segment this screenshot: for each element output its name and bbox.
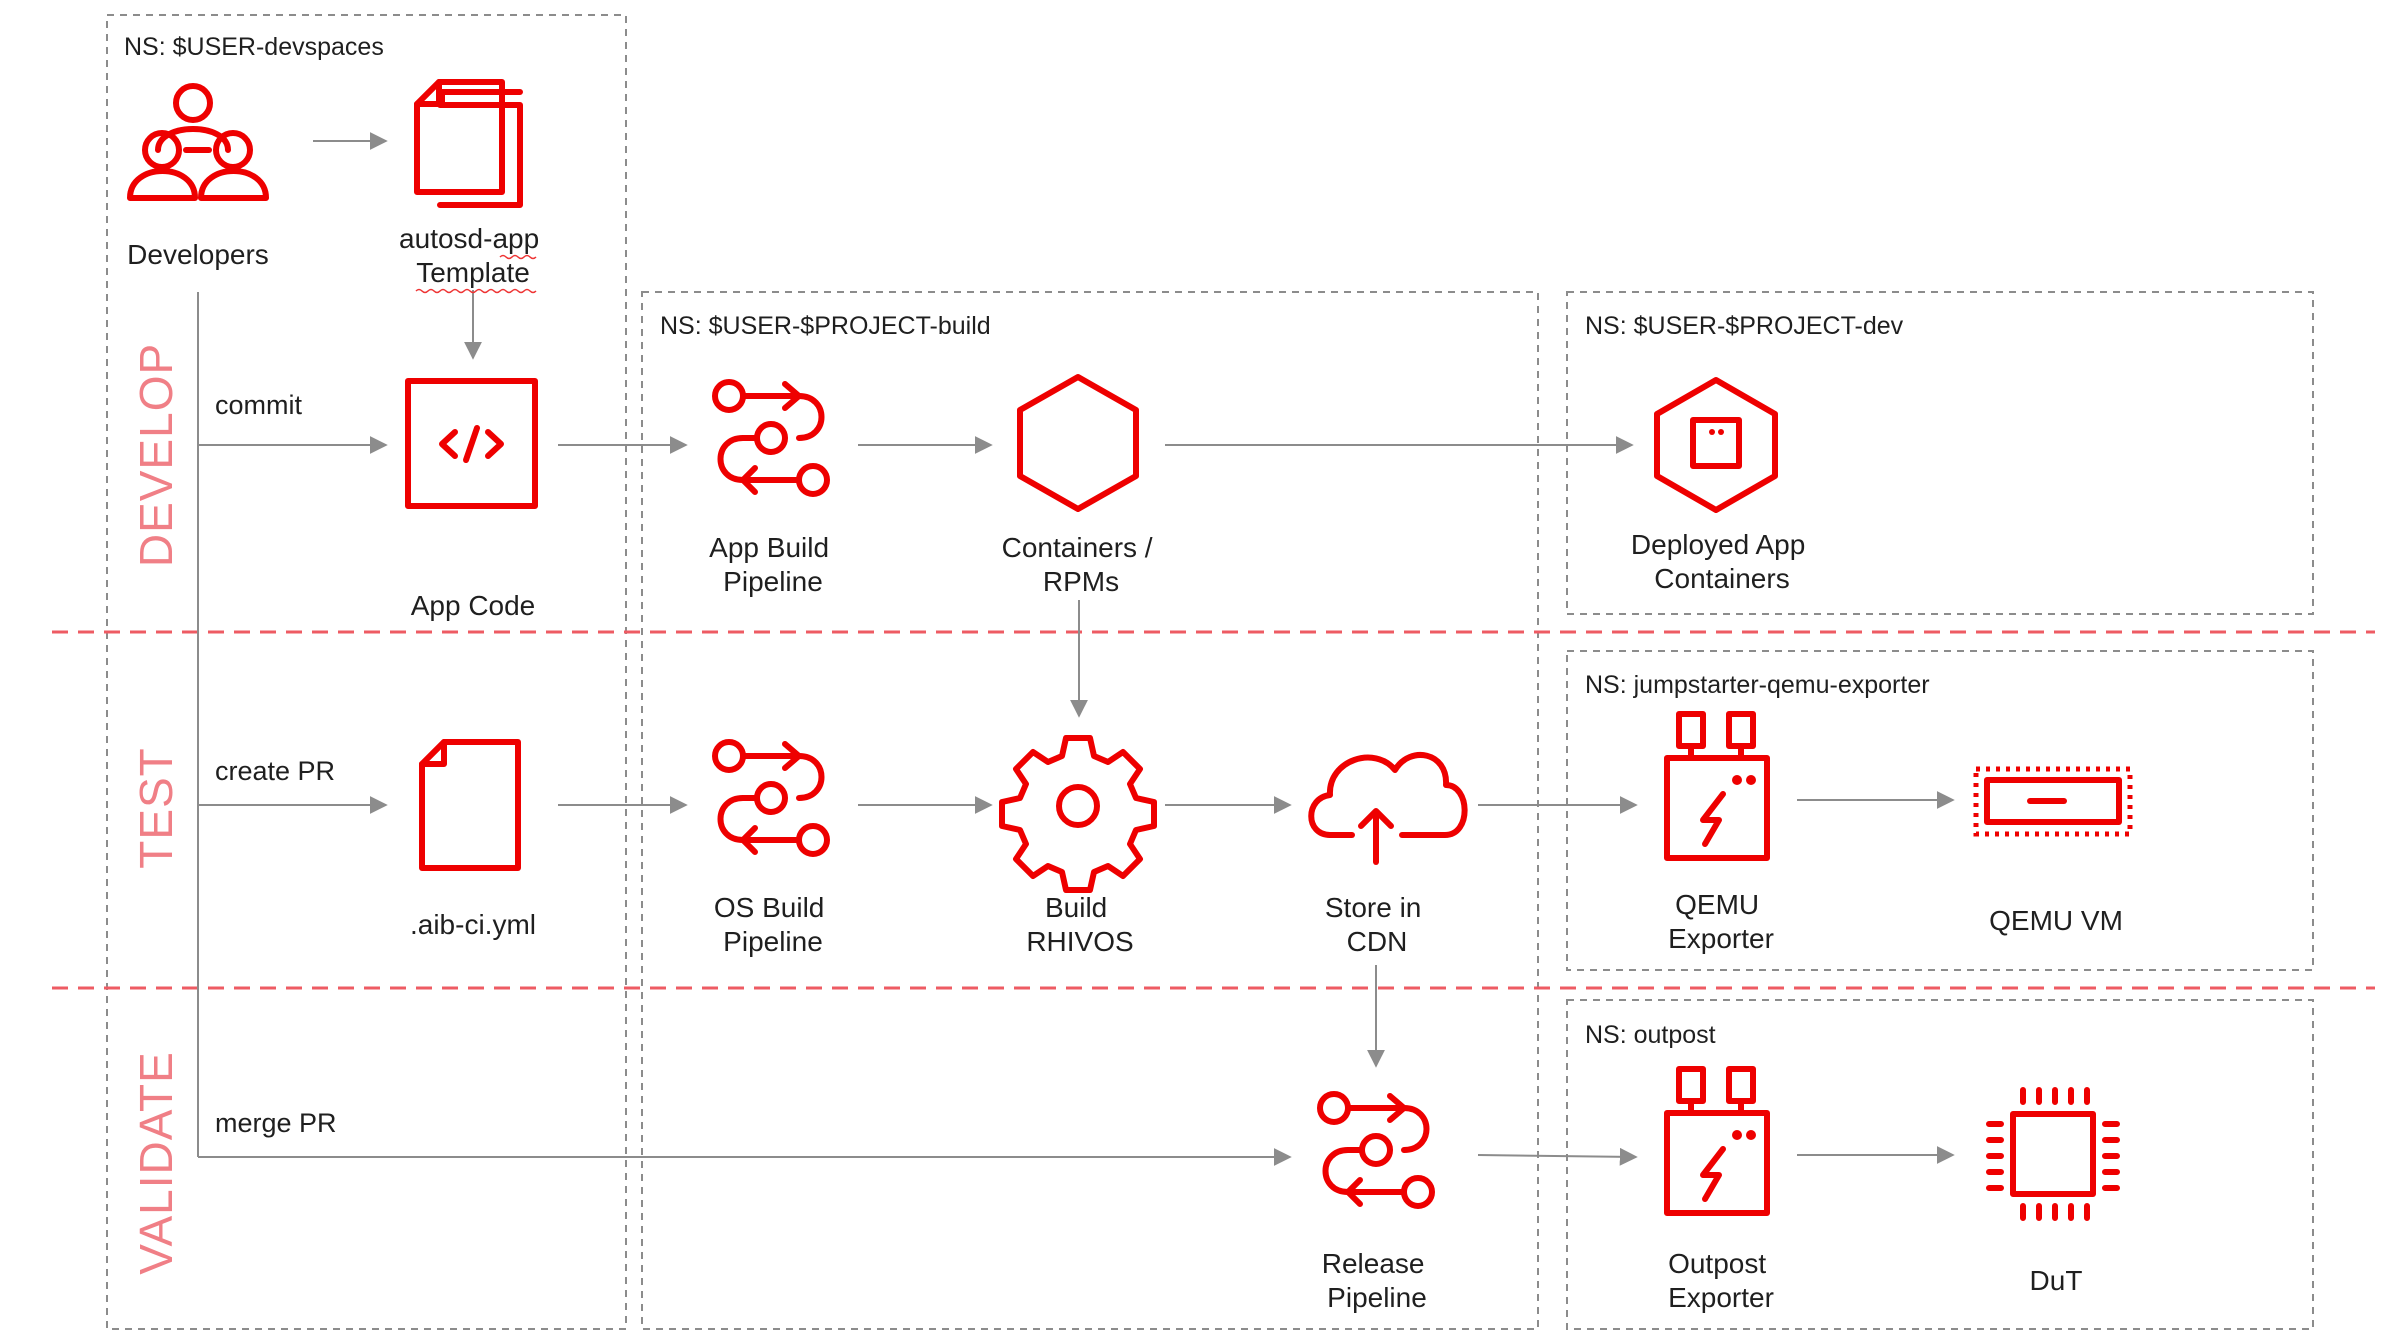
- document-icon: [419, 739, 521, 871]
- node-label-store-cdn: Store in CDN: [1325, 892, 1429, 957]
- action-commit: commit: [215, 390, 302, 420]
- pipeline-icon: [715, 742, 827, 854]
- spellcheck-squiggle: [415, 288, 537, 294]
- arrow-release-outpostexporter: [1477, 1147, 1638, 1166]
- action-merge-pr: merge PR: [215, 1108, 337, 1138]
- exporter-icon: [1667, 1069, 1767, 1213]
- node-label-qemu-exporter: QEMU Exporter: [1668, 889, 1774, 954]
- node-label-build-rhivos: Build RHIVOS: [1026, 892, 1133, 957]
- ns-label-devspaces: NS: $USER-devspaces: [124, 33, 384, 61]
- cloud-upload-icon: [1308, 752, 1468, 865]
- node-label-containers: Containers / RPMs: [1002, 532, 1161, 597]
- code-icon: [405, 378, 538, 509]
- node-label-deployed: Deployed App Containers: [1631, 529, 1813, 594]
- node-label-dut: DuT: [2030, 1265, 2083, 1296]
- spellcheck-squiggle: [499, 254, 537, 260]
- ns-build-box: [641, 291, 1539, 1330]
- documents-icon: [414, 79, 523, 208]
- phase-label-test: TEST: [130, 747, 182, 869]
- node-label-app-build: App Build Pipeline: [709, 532, 837, 597]
- pipeline-icon: [715, 382, 827, 494]
- chip-icon: [1986, 1087, 2120, 1221]
- node-label-template: autosd-app Template: [399, 223, 547, 288]
- node-label-developers: Developers: [127, 239, 269, 270]
- hexagon-icon: [1017, 374, 1139, 512]
- ns-label-outpost: NS: outpost: [1585, 1021, 1716, 1049]
- gear-icon: [999, 735, 1157, 893]
- ns-outpost-box: [1566, 999, 2314, 1330]
- node-label-release: Release Pipeline: [1322, 1248, 1433, 1313]
- phase-label-develop: DEVELOP: [130, 343, 182, 567]
- node-label-qemu-vm: QEMU VM: [1989, 905, 2123, 936]
- node-label-outpost-exporter: Outpost Exporter: [1668, 1248, 1774, 1313]
- ns-label-qemu: NS: jumpstarter-qemu-exporter: [1585, 671, 1930, 699]
- users-icon: [127, 83, 269, 201]
- ns-label-dev: NS: $USER-$PROJECT-dev: [1585, 312, 1904, 340]
- ns-devspaces-box: [106, 14, 627, 1330]
- node-label-app-code: App Code: [411, 590, 536, 621]
- hexagon-container-icon: [1654, 377, 1778, 513]
- server-icon: [1973, 766, 2133, 837]
- pipeline-icon: [1320, 1094, 1432, 1206]
- node-label-os-build: OS Build Pipeline: [714, 892, 832, 957]
- exporter-icon: [1667, 714, 1767, 858]
- node-label-aib-ci: .aib-ci.yml: [410, 909, 536, 940]
- ns-label-build: NS: $USER-$PROJECT-build: [660, 312, 991, 340]
- action-create-pr: create PR: [215, 756, 335, 786]
- phase-label-validate: VALIDATE: [130, 1051, 182, 1275]
